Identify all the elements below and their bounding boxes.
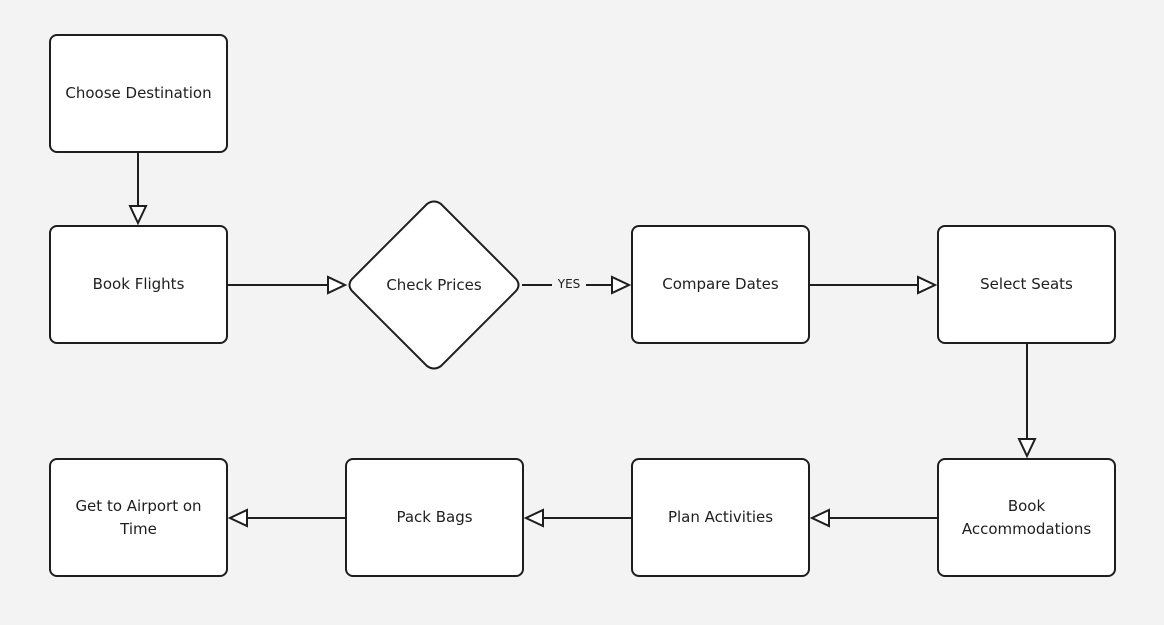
arrowhead-right [917,275,938,295]
node-label: Compare Dates [662,275,779,293]
node-book-flights[interactable]: Book Flights [49,225,228,344]
arrowhead-left [227,508,248,528]
node-select-seats[interactable]: Select Seats [937,225,1116,344]
node-plan-activities[interactable]: Plan Activities [631,458,810,577]
node-label: Get to Airport on Time [75,496,202,538]
node-label: Book Accommodations [961,496,1092,538]
node-choose-destination[interactable]: Choose Destination [49,34,228,153]
arrowhead-down [1017,438,1037,459]
node-check-prices[interactable]: Check Prices [374,255,494,315]
node-pack-bags[interactable]: Pack Bags [345,458,524,577]
node-compare-dates[interactable]: Compare Dates [631,225,810,344]
node-book-accommodations[interactable]: Book Accommodations [937,458,1116,577]
node-label: Check Prices [386,275,482,294]
node-label: Select Seats [980,275,1073,293]
edge-label-yes: YES [552,274,586,294]
arrowhead-down [128,205,148,226]
node-label: Plan Activities [667,508,774,526]
arrowhead-right [327,275,348,295]
arrowhead-left [523,508,544,528]
node-label: Choose Destination [65,84,212,102]
node-get-to-airport[interactable]: Get to Airport on Time [49,458,228,577]
decision-diamond-shape [348,200,520,370]
node-label: Pack Bags [396,508,473,526]
arrowhead-right [611,275,632,295]
node-label: Book Flights [92,275,185,293]
arrowhead-left [809,508,830,528]
